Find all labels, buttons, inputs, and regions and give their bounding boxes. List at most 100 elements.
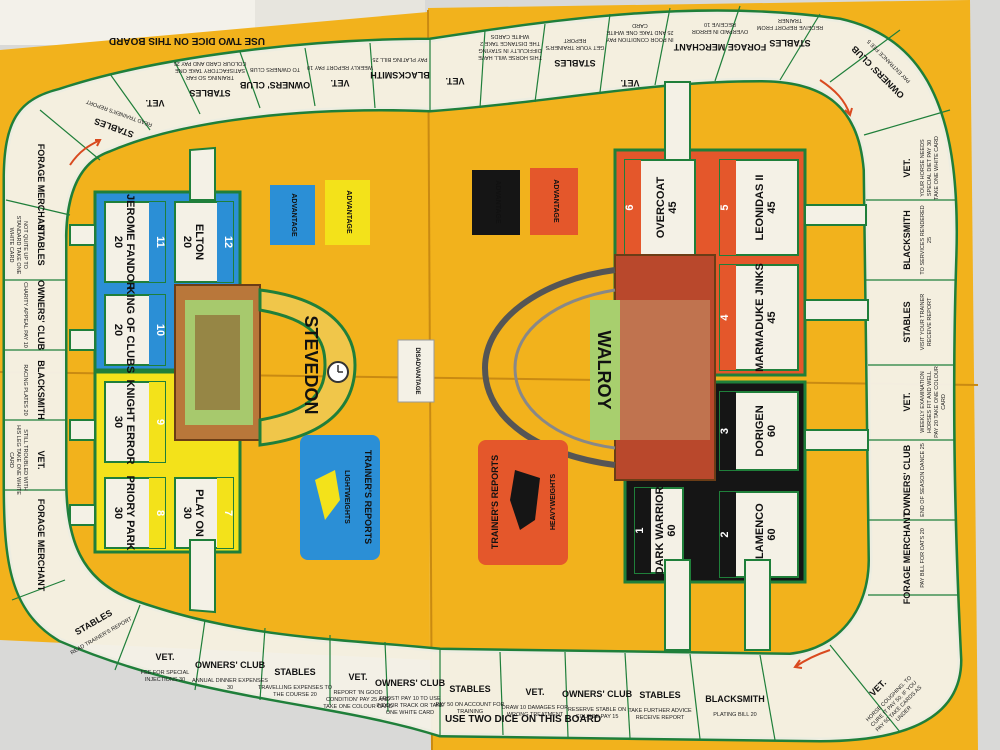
horse-number-strip [720,492,736,577]
space-label: VET. [145,98,164,108]
space-label: VET. [348,672,367,682]
space-label: OWNERS' CLUB [36,280,46,351]
horse-weight: 20 [181,236,193,248]
horse-name: OVERCOAT [655,176,667,238]
space-detail: SPECIAL DIET PAY 30 [927,140,933,196]
space-label: OWNERS' CLUB [562,689,633,699]
space-top-8: VET.WEEKLY REPORT PAY 10 [307,64,373,88]
stable-lanes [69,81,869,651]
horse-name: ELTON [193,224,205,260]
horse-name: PRIORY PARK [124,476,136,551]
horse-weight: 60 [666,524,678,536]
horse-weight: 20 [112,324,124,336]
stevedon-illustration: STEVEDON [174,284,357,447]
space-detail: RECEIVE 10 [704,21,736,27]
space-top-11: VET. [145,98,164,108]
horse-number: 4 [719,314,731,321]
horse-weight: 30 [112,416,124,428]
horse-number-strip [720,160,736,255]
disadvantage-card [397,339,435,403]
space-label: STABLES [639,690,680,700]
horse-number-strip [217,202,233,282]
advantage-label-blue: ADVANTAGE [290,193,297,237]
space-detail: TAKE ONE COLOUR CARD [323,704,393,710]
space-label: VET. [155,652,174,662]
space-detail: VISIT YOUR TRAINER [920,294,926,351]
space-detail: DRAW 10 DAMAGES FOR [502,705,568,711]
space-detail: COLOUR CARD AND PAY 25 [174,60,247,66]
space-detail: 25 AND TAKE ONE WHITE [606,29,673,35]
space-detail: RECEIVE REPORT [927,297,933,346]
space-label: STABLES [554,58,595,68]
space-label: STABLES [769,38,810,48]
space-detail: IN POOR CONDITION PAY [606,36,674,42]
space-detail: 30 [227,685,233,691]
space-detail: NOT QUITE UP TO [22,221,28,270]
trainers-reports-heavy-title: TRAINER'S REPORTS [490,455,500,549]
space-label: OWNERS' CLUB [239,80,310,90]
space-detail: TRAINING [457,709,483,715]
space-detail: PAY PLATING BILL 25 [372,56,427,62]
space-label: VET. [525,687,544,697]
space-detail: RECEIVE REPORT [636,715,685,721]
horse-weight: 30 [112,507,124,519]
space-top-9: OWNERS' CLUB TO OWNERS CLUB [239,66,310,90]
horse-weight: 45 [766,201,778,213]
trainers-reports-heavy-sub: HEAVYWEIGHTS [550,474,557,531]
space-detail: PAY 50 ON ACCOUNT FOR [436,702,505,708]
space-detail: PAY 20 TAKE ONE COLOUR [934,366,940,438]
space-detail: OVERPAID IN ERROR [692,28,748,34]
horse-number-strip [149,478,165,548]
track-dividers [5,5,958,741]
advantage-cards: ADVANTAGE ADVANTAGE ADVANTAGE ADVANTAGE … [270,168,578,403]
space-detail: REPORT 'IN GOOD [333,690,382,696]
space-detail: RESERVE STABLE ON [568,707,626,713]
space-label: VET. [445,76,464,86]
horse-number: 5 [719,204,731,210]
space-detail: INDOOR TRACK OR TAKE [376,703,444,709]
walroy-sign: WALROY [594,331,614,410]
space-detail: CARD [8,452,14,468]
space-detail: TO SERVICES RENDERED [920,205,926,274]
space-label: BLACKSMITH [370,70,430,80]
advantage-label-orange: ADVANTAGE [552,179,559,223]
space-detail: CARD [941,394,947,410]
trainers-reports-light-sub: LIGHTWEIGHTS [343,470,350,524]
space-label: BLACKSMITH [705,694,765,704]
space-detail: WRONG TREATMENT [507,712,564,718]
space-detail: ONE WHITE CARD [386,710,434,716]
horse-number-strip [635,488,651,573]
space-detail: THE DISTANCE TAKE 2 [480,40,540,46]
space-detail: STANDARD TAKE ONE [15,216,21,275]
horse-name: LEONIDAS II [754,174,766,240]
edge-text-bottom: USE TWO DICE ON THIS BOARD [445,714,601,725]
space-detail: HIS LEG TAKE ONE WHITE [15,425,21,495]
space-detail: TO OWNERS CLUB [250,66,300,72]
space-detail: YOUR HORSE NEEDS [920,139,926,197]
space-detail: WEEKLY REPORT PAY 10 [307,64,373,70]
space-top-3: VET. [620,78,639,88]
space-detail: TRAVELLING EXPENSES TO [258,685,333,691]
horse-weight: 30 [181,507,193,519]
space-left-0: FORAGE MERCHANT [36,144,46,237]
trainers-reports-light: TRAINER'S REPORTS LIGHTWEIGHTS [300,435,380,560]
space-detail: CARD [632,22,648,28]
